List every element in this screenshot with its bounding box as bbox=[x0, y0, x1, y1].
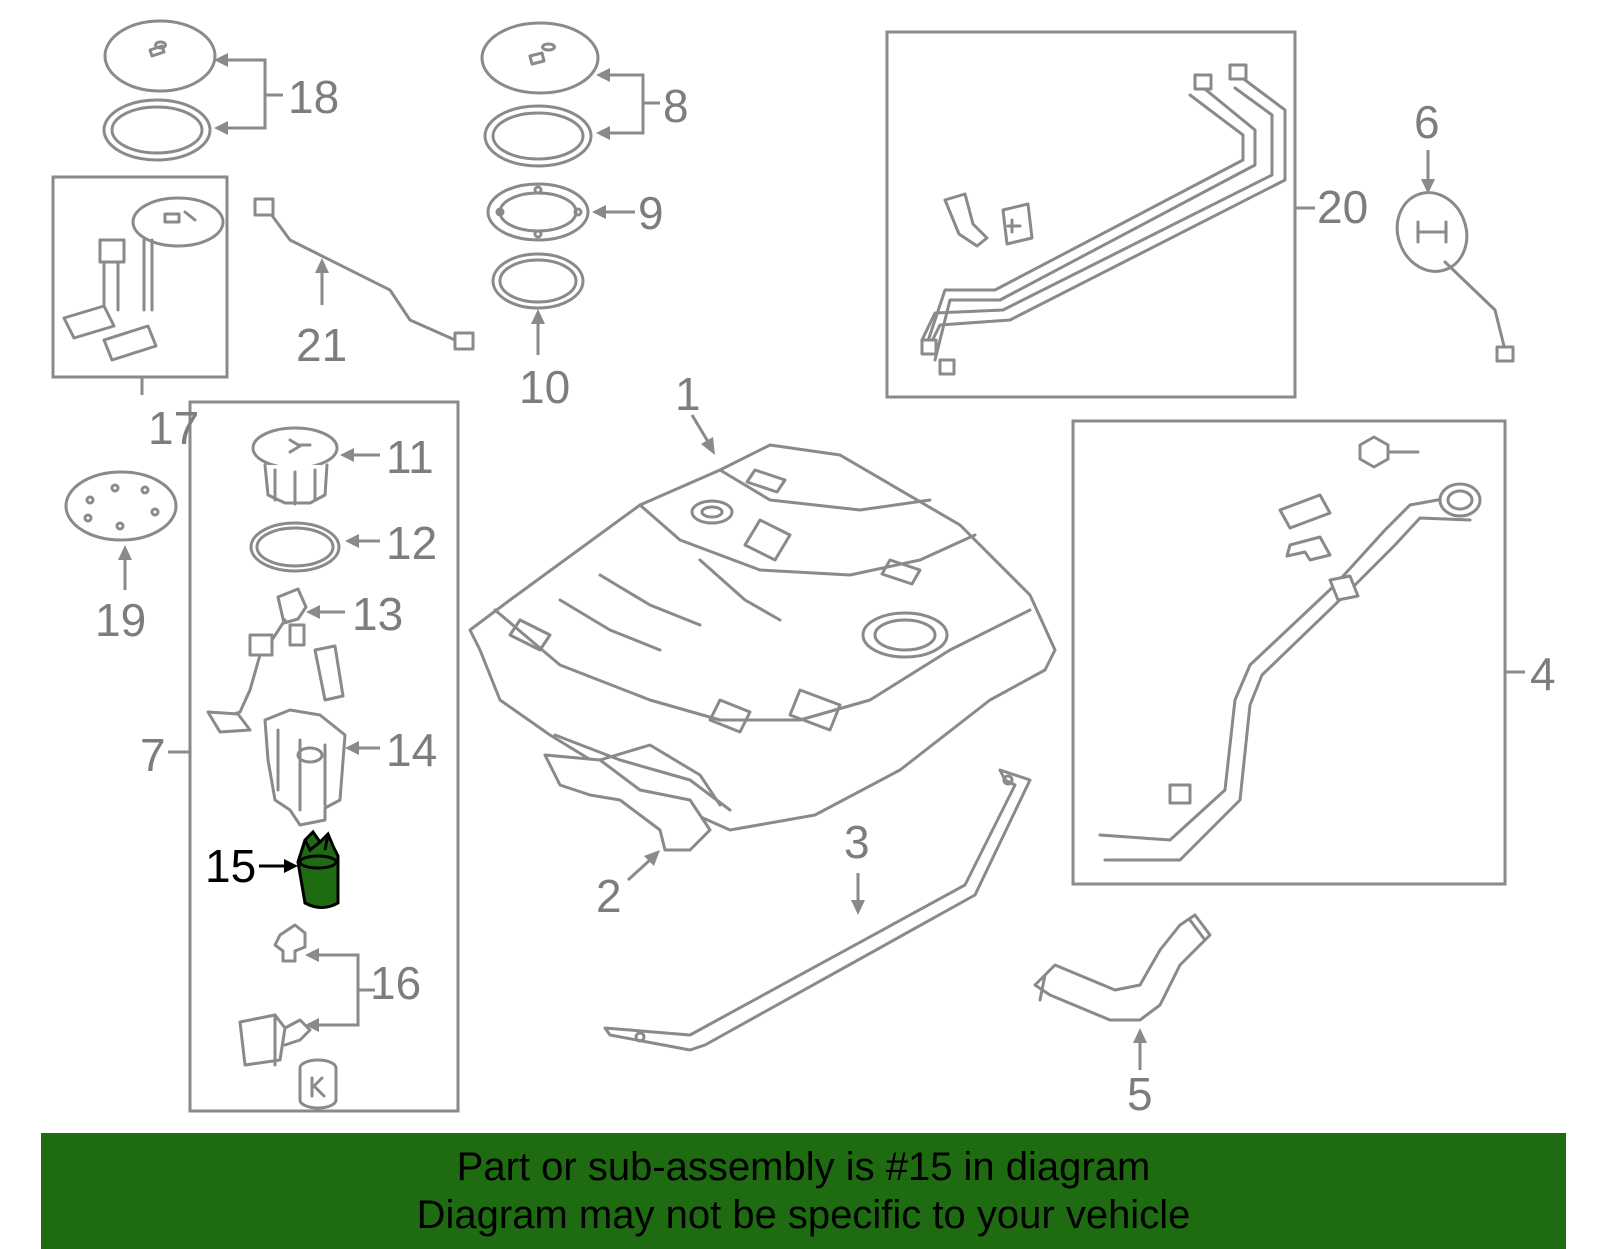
part-15-fuel-pump-highlighted bbox=[259, 829, 340, 909]
banner-line-1: Part or sub-assembly is #15 in diagram bbox=[456, 1145, 1151, 1189]
part-6-fuel-cap bbox=[1395, 150, 1515, 363]
callout-14: 14 bbox=[386, 724, 437, 776]
callout-5: 5 bbox=[1127, 1068, 1153, 1120]
callout-9: 9 bbox=[638, 187, 664, 239]
callout-2: 2 bbox=[596, 870, 622, 922]
callout-4: 4 bbox=[1530, 648, 1556, 700]
callout-11: 11 bbox=[386, 431, 434, 483]
callout-7: 7 bbox=[140, 729, 166, 781]
part-1-fuel-tank bbox=[468, 414, 1057, 832]
callout-20: 20 bbox=[1317, 181, 1368, 233]
part-5-hose bbox=[1033, 913, 1212, 1070]
part-17-sender-box bbox=[51, 175, 229, 395]
callout-19: 19 bbox=[95, 594, 146, 646]
part-7-pump-assembly-box bbox=[168, 400, 460, 1113]
part-3-strap bbox=[603, 768, 1032, 1052]
info-banner: Part or sub-assembly is #15 in diagram D… bbox=[41, 1133, 1566, 1249]
callout-13: 13 bbox=[352, 588, 403, 640]
callout-17: 17 bbox=[148, 402, 199, 454]
callout-8: 8 bbox=[663, 80, 689, 132]
callout-21: 21 bbox=[296, 319, 347, 371]
callout-10: 10 bbox=[519, 361, 570, 413]
callout-1: 1 bbox=[675, 368, 701, 420]
callout-16: 16 bbox=[370, 957, 421, 1009]
part-21-harness bbox=[253, 197, 475, 351]
callout-15-highlighted: 15 bbox=[205, 840, 256, 892]
part-19-gasket bbox=[64, 470, 178, 590]
callout-18: 18 bbox=[288, 71, 339, 123]
part-20-fuel-lines-box bbox=[885, 30, 1315, 399]
part-18-cover-gasket bbox=[102, 19, 283, 162]
callout-6: 6 bbox=[1414, 96, 1440, 148]
part-8-9-10-stack bbox=[480, 21, 660, 355]
callout-3: 3 bbox=[844, 816, 870, 868]
part-4-filler-neck-box bbox=[1071, 419, 1525, 886]
callout-12: 12 bbox=[386, 517, 437, 569]
banner-line-2: Diagram may not be specific to your vehi… bbox=[416, 1193, 1191, 1237]
part-2-bracket bbox=[543, 743, 722, 882]
